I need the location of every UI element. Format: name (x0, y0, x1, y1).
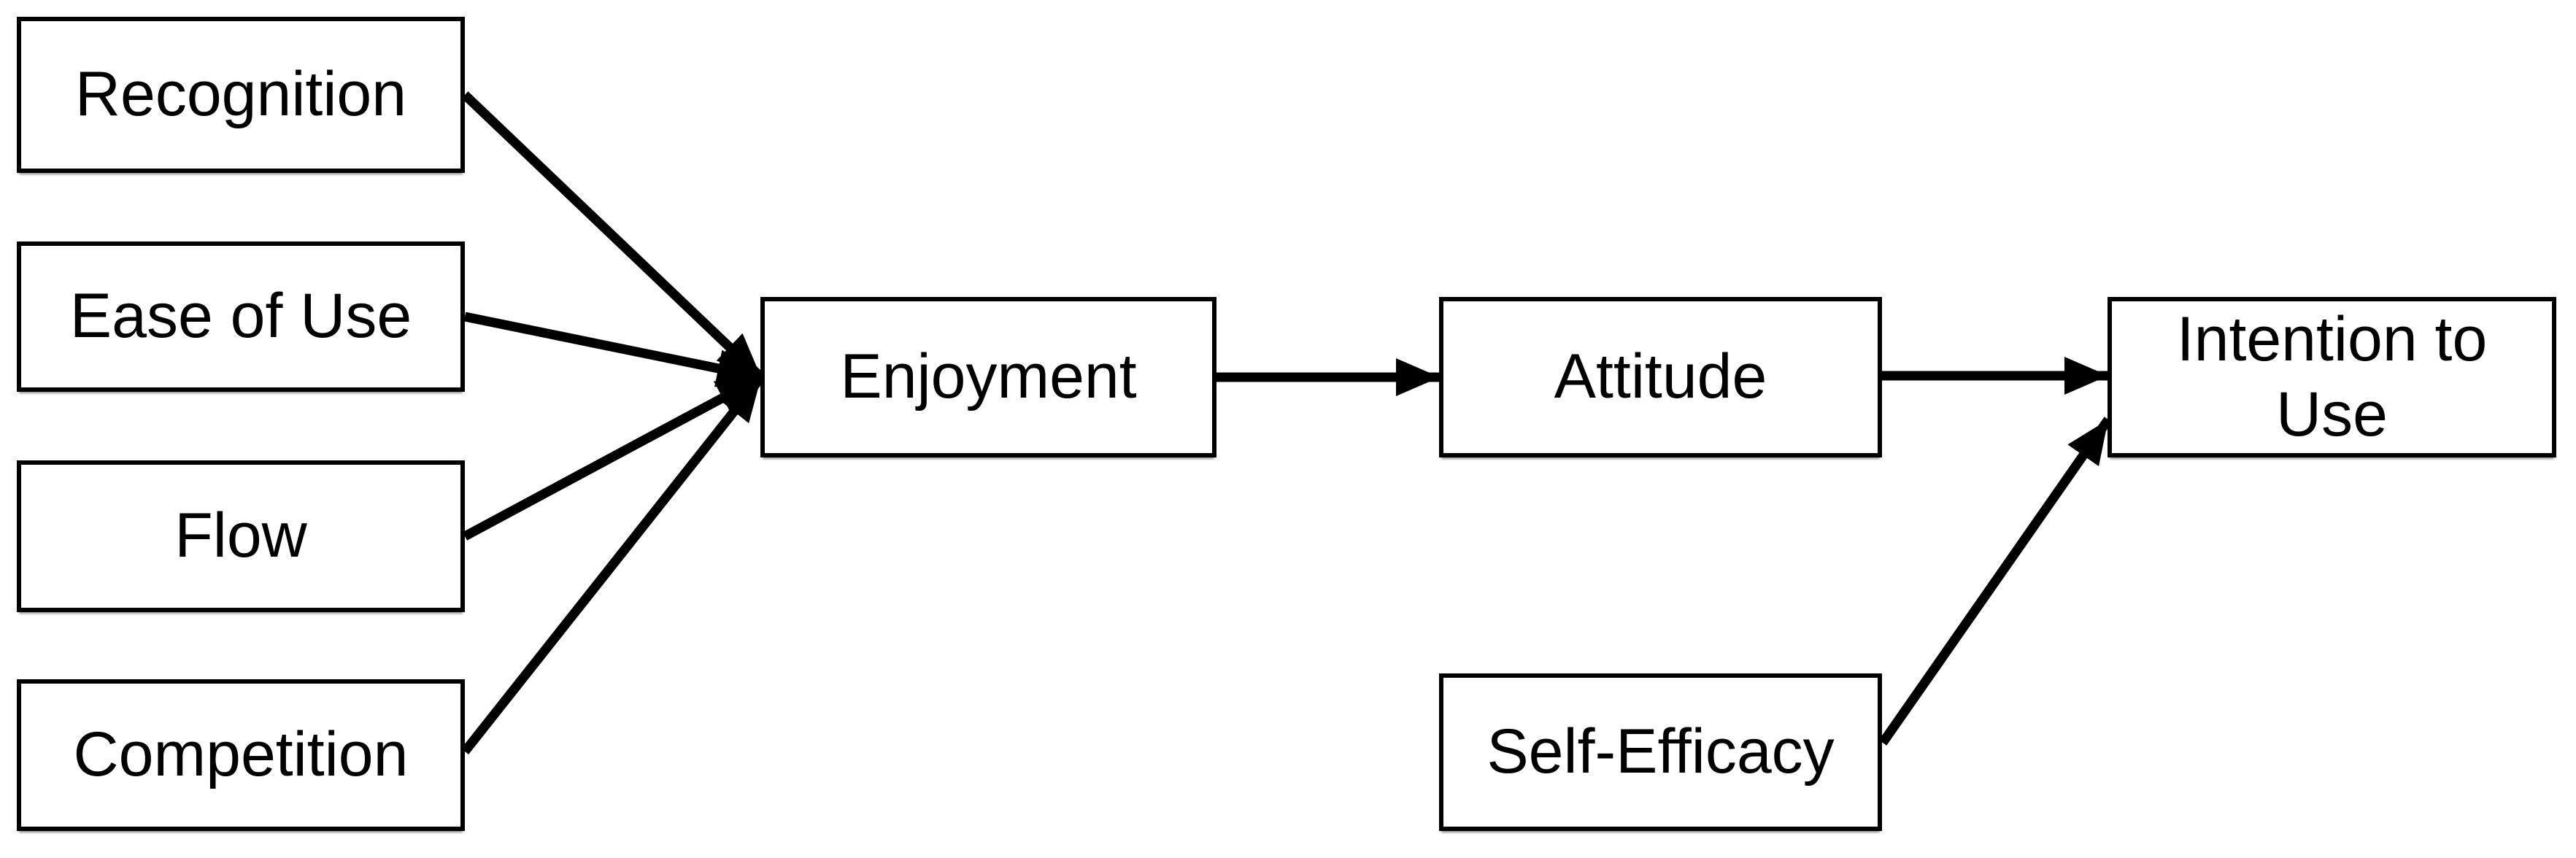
node-ease-of-use: Ease of Use (17, 241, 465, 392)
node-enjoyment: Enjoyment (760, 297, 1216, 457)
node-intention-to-use: Intention to Use (2108, 297, 2556, 457)
edge-recognition-to-enjoyment (461, 91, 765, 381)
node-self-efficacy: Self-Efficacy (1439, 673, 1882, 831)
node-recognition: Recognition (17, 17, 465, 173)
node-flow: Flow (17, 460, 465, 612)
node-label-ease-of-use: Ease of Use (69, 281, 412, 352)
edge-competition-to-enjoyment (460, 374, 766, 755)
node-label-competition: Competition (73, 719, 409, 790)
node-label-attitude: Attitude (1554, 341, 1767, 412)
node-label-enjoyment: Enjoyment (840, 341, 1137, 412)
node-label-flow: Flow (174, 500, 307, 571)
node-label-intention-to-use: Intention to Use (2176, 304, 2488, 449)
node-label-self-efficacy: Self-Efficacy (1486, 716, 1835, 787)
edge-ease-of-use-to-enjoyment (463, 312, 763, 387)
node-label-recognition: Recognition (74, 59, 407, 130)
edge-self-efficacy-to-intention-to-use (1878, 417, 2113, 746)
node-competition: Competition (17, 679, 465, 831)
node-attitude: Attitude (1439, 297, 1882, 457)
edge-flow-to-enjoyment (462, 373, 764, 541)
